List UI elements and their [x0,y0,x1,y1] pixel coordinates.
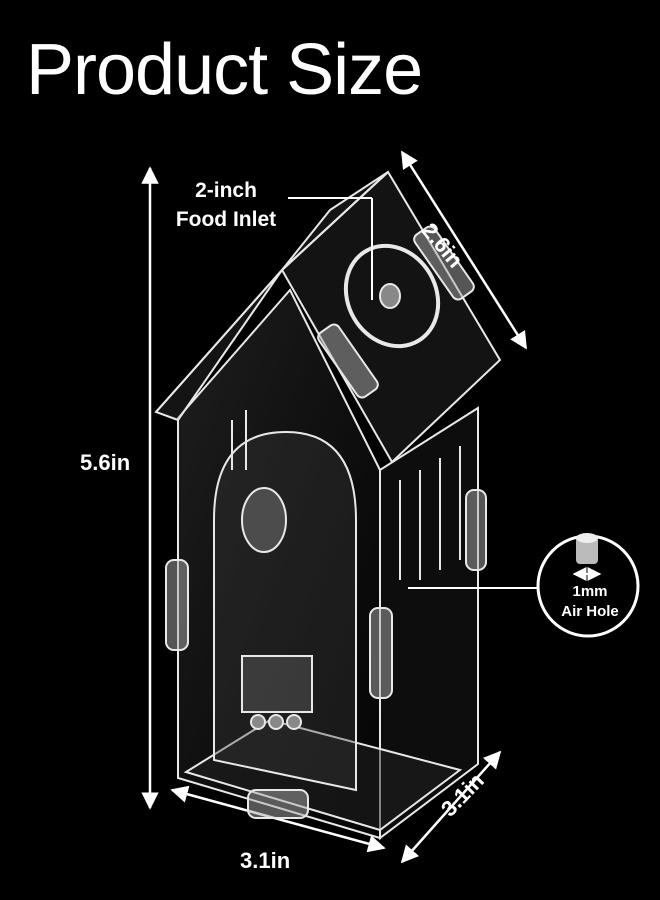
air-hole-label: 1mm Air Hole [548,582,632,622]
food-inlet-label: 2-inch Food Inlet [168,176,284,234]
depth-dimension-line [400,750,502,864]
air-hole-name: Air Hole [561,603,619,620]
page-title: Product Size [26,30,423,110]
food-inlet-size: 2-inch [195,179,257,202]
width-label: 3.1in [240,848,291,873]
roof-dimension-line [400,150,528,350]
air-hole-icon [572,533,602,581]
height-label: 5.6in [80,450,131,475]
food-inlet-name: Food Inlet [175,208,277,231]
air-hole-size: 1mm [572,583,608,600]
bird-feeder-house [154,170,502,841]
